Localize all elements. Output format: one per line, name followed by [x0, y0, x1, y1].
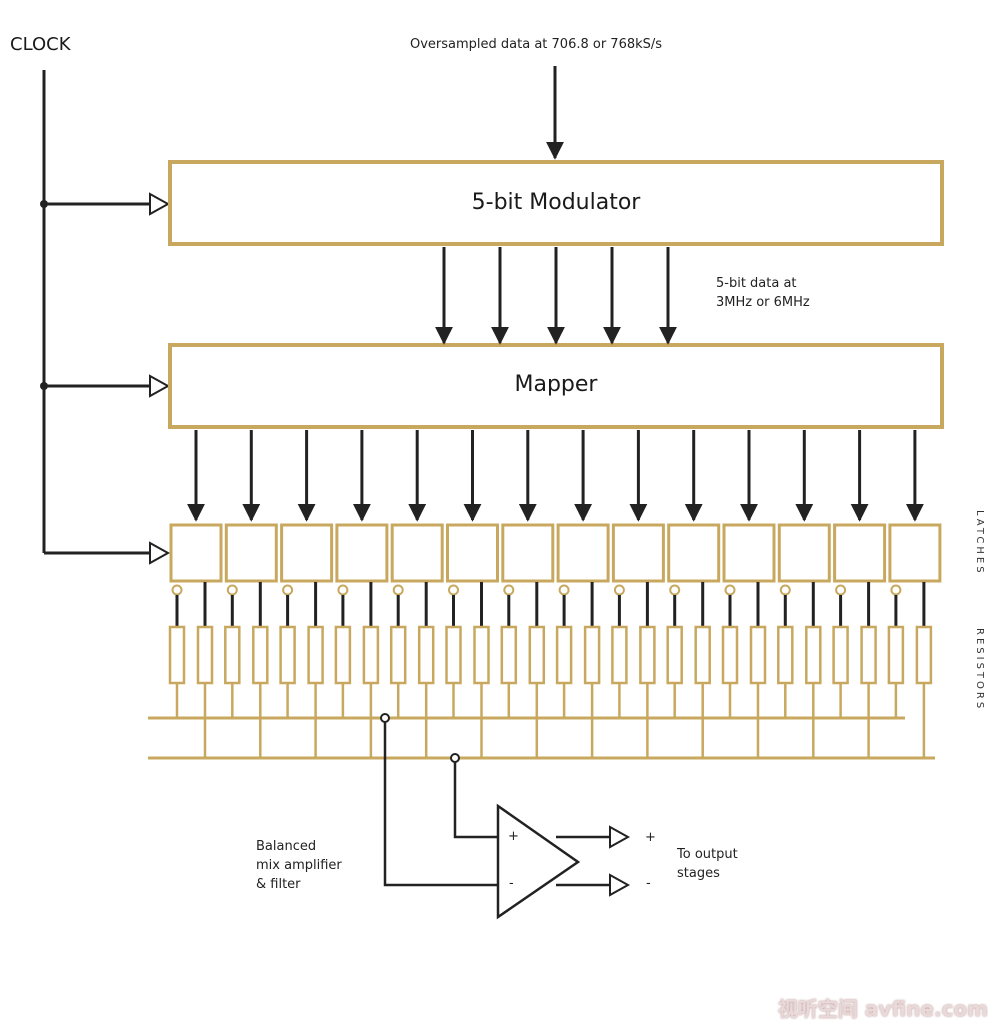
latch-inverted-output	[503, 584, 515, 596]
output-arrow-plus	[609, 825, 631, 849]
latch	[390, 523, 444, 583]
mapper-to-latches-bus	[187, 430, 924, 522]
amp-label-line2: mix amplifier	[256, 858, 342, 873]
amp-label-line1: Balanced	[256, 839, 317, 854]
latch	[501, 523, 555, 583]
latch-inverted-output	[337, 584, 349, 596]
resistor	[417, 625, 435, 685]
resistor	[334, 625, 352, 685]
tap-node-upper	[380, 713, 390, 723]
latch-inverted-output	[890, 584, 902, 596]
resistor	[473, 625, 490, 685]
resistor	[749, 625, 767, 685]
latch	[722, 523, 776, 583]
modulator-block	[168, 160, 944, 246]
latch	[224, 523, 278, 583]
modulator-title: 5-bit Modulator	[471, 190, 641, 215]
latch-inverted-output	[558, 584, 570, 596]
resistor	[583, 625, 601, 685]
latch-inverted-output	[779, 584, 791, 596]
amp-input-minus-sign: -	[509, 876, 514, 891]
clock-arrow-modulator	[149, 192, 171, 216]
resistor	[611, 625, 628, 685]
resistor	[168, 625, 186, 685]
amp-input-plus-sign: +	[508, 829, 519, 844]
latch	[833, 523, 887, 583]
output-arrow-minus	[609, 873, 631, 897]
amplifier-label: Balanced mix amplifier & filter	[256, 837, 342, 894]
latch	[611, 523, 665, 583]
resistor	[362, 625, 380, 685]
resistor	[500, 625, 518, 685]
clock-label: CLOCK	[10, 34, 71, 55]
latch	[777, 523, 831, 583]
latch-inverted-output	[448, 584, 459, 596]
resistor	[860, 625, 877, 685]
latch-inverted-output	[835, 584, 847, 596]
resistor	[445, 625, 462, 685]
latch	[446, 523, 499, 583]
resistor	[694, 625, 711, 685]
input-label: Oversampled data at 706.8 or 768kS/s	[410, 37, 663, 52]
latch	[169, 523, 223, 583]
resistor	[777, 625, 794, 685]
resistor	[196, 625, 214, 685]
resistor	[528, 625, 546, 685]
latch-inverted-output	[724, 584, 736, 596]
modulator-to-mapper-bus	[435, 247, 677, 345]
latch-inverted-output	[392, 584, 404, 596]
mapper-block	[168, 343, 944, 429]
latch-inverted-output	[282, 584, 294, 596]
latches-label: LATCHES	[974, 510, 985, 576]
latch-inverted-output	[669, 584, 681, 596]
latch	[280, 523, 334, 583]
resistor	[721, 625, 739, 685]
output-label-line2: stages	[677, 866, 720, 881]
latch	[667, 523, 721, 583]
resistor	[389, 625, 407, 685]
resistor	[555, 625, 573, 685]
resistor	[666, 625, 683, 685]
latch-inverted-output	[613, 584, 625, 596]
resistor	[832, 625, 849, 685]
latch	[556, 523, 610, 583]
latch	[888, 523, 942, 583]
watermark: 视听空间 avfine.com	[777, 997, 988, 1021]
output-label: To output stages	[677, 845, 738, 883]
resistor-array	[168, 625, 933, 685]
resistor	[224, 625, 241, 685]
mapper-title: Mapper	[514, 372, 598, 397]
resistor	[915, 625, 933, 685]
resistor	[639, 625, 656, 685]
latch	[335, 523, 389, 583]
output-plus-sign: +	[645, 830, 656, 845]
amp-wire-minus	[383, 722, 500, 887]
bus-label-line2: 3MHz or 6MHz	[716, 295, 810, 310]
resistor	[252, 625, 269, 685]
resistor	[279, 625, 296, 685]
amp-label-line3: & filter	[256, 877, 301, 892]
bus-label: 5-bit data at 3MHz or 6MHz	[716, 274, 810, 312]
output-minus-sign: -	[646, 876, 651, 891]
resistor	[805, 625, 822, 685]
summing-bus	[175, 683, 926, 758]
amp-wire-plus	[453, 762, 500, 839]
output-label-line1: To output	[677, 847, 738, 862]
resistors-label: RESISTORS	[974, 628, 985, 712]
clock-arrow-mapper	[149, 374, 171, 398]
resistor	[307, 625, 324, 685]
op-amp-triangle	[496, 803, 581, 920]
resistor	[887, 625, 905, 685]
latch-inverted-output	[226, 584, 238, 596]
bus-label-line1: 5-bit data at	[716, 276, 797, 291]
clock-arrow-latches	[149, 541, 171, 565]
tap-node-lower	[450, 753, 460, 763]
latch-inverted-output	[171, 584, 183, 596]
latch-array	[169, 523, 942, 627]
